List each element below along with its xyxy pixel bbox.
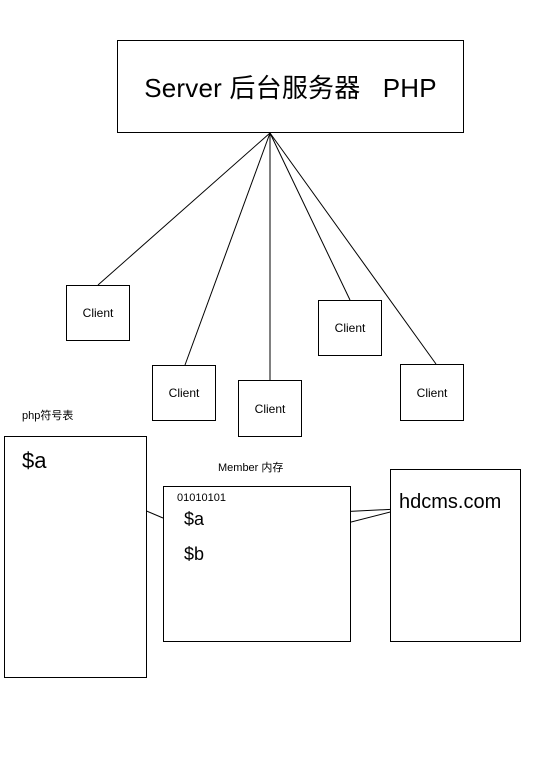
client-label: Client	[82, 306, 114, 320]
memory-title: Member 内存	[218, 462, 284, 474]
client-label: Client	[254, 401, 286, 416]
memory-box	[163, 486, 351, 642]
server-to-client-5-line	[269, 132, 437, 365]
memory-address: 01010101	[177, 492, 226, 504]
client-box-5: Client	[400, 364, 464, 421]
client-box-2: Client	[152, 365, 216, 421]
server-to-client-1-line	[97, 132, 271, 286]
client-label: Client	[416, 385, 448, 400]
value-box	[390, 469, 521, 642]
symbol-table-box	[4, 436, 147, 678]
symbol-var-a: $a	[22, 448, 47, 473]
memory-var-b: $b	[184, 544, 205, 564]
server-title: Server 后台服务器 PHP	[144, 73, 437, 103]
server-to-client-2-line	[184, 132, 271, 366]
client-box-3: Client	[238, 380, 302, 437]
client-label: Client	[168, 386, 200, 400]
client-box-4: Client	[318, 300, 382, 356]
server-to-client-4-line	[269, 132, 351, 301]
symbol-table-title: php符号表	[22, 410, 74, 422]
value-text: hdcms.com	[399, 491, 502, 513]
server-box: Server 后台服务器 PHP	[117, 40, 464, 133]
memory-var-a: $a	[184, 509, 205, 529]
client-label: Client	[334, 321, 366, 335]
client-box-1: Client	[66, 285, 130, 341]
